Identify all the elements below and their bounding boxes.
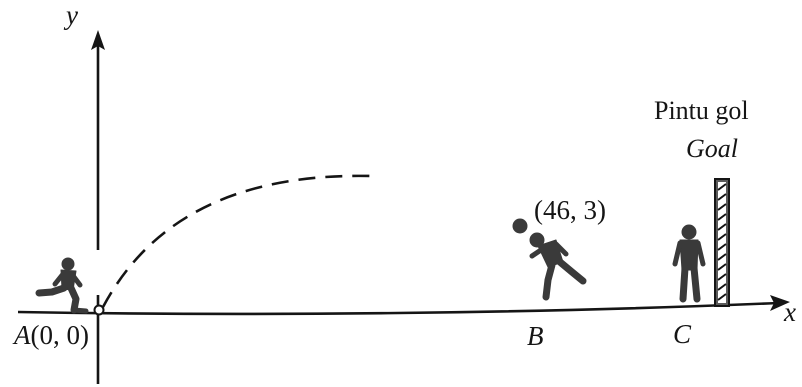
goal-post <box>714 178 730 307</box>
point-b-label: B <box>527 321 544 351</box>
point-a-letter: A <box>12 320 31 350</box>
point-a-label: A(0, 0) <box>12 320 89 350</box>
x-axis-label: x <box>783 297 796 327</box>
goal-label-indonesian: Pintu gol <box>654 96 749 125</box>
y-axis-label: y <box>63 0 78 30</box>
header-player-figure <box>529 232 587 301</box>
origin-ball <box>93 304 105 316</box>
ball-coords-label: (46, 3) <box>534 195 606 225</box>
header-ball <box>512 218 528 234</box>
point-c-label: C <box>673 319 692 349</box>
y-axis <box>91 30 105 384</box>
x-axis-arrowhead <box>770 295 790 311</box>
trajectory-path <box>101 174 371 308</box>
goal-label-english: Goal <box>686 134 738 163</box>
x-axis <box>17 295 790 316</box>
kicker-figure <box>35 257 89 314</box>
point-a-coords: (0, 0) <box>31 320 89 350</box>
y-axis-arrowhead <box>91 30 105 50</box>
goalkeeper-figure <box>672 224 706 303</box>
